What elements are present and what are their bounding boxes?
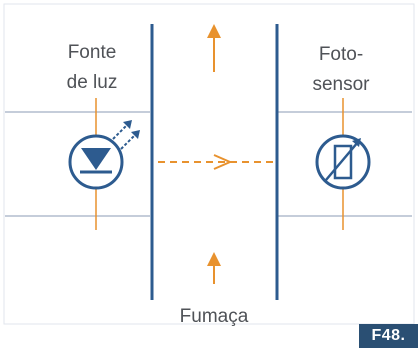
- sensor-label-line1: Foto-: [319, 44, 363, 65]
- led-icon: [68, 134, 124, 190]
- light-beam-arrowhead-icon: [213, 154, 233, 170]
- smoke-up-arrow-top-icon: [207, 24, 221, 72]
- sensor-label-line2: sensor: [312, 74, 370, 95]
- light-emission-arrows-icon: [112, 120, 140, 150]
- smoke-label: Fumaça: [180, 306, 249, 327]
- figure-number-badge: F48.: [359, 324, 418, 348]
- variable-resistor-icon: [315, 134, 371, 190]
- light-source-label-line1: Fonte: [68, 42, 117, 63]
- smoke-up-arrow-bottom-icon: [207, 252, 221, 284]
- frame-border: [3, 3, 415, 325]
- light-source-label-line2: de luz: [67, 72, 118, 93]
